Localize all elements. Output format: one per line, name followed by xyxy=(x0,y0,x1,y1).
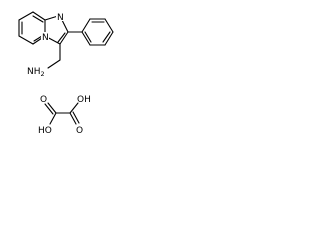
bridge-nitrogen-label: N xyxy=(42,33,49,43)
ring-nitrogen-label: N xyxy=(57,13,64,23)
acid-carbonyl-1-label: O xyxy=(40,95,47,105)
acid-hydroxyl-2-label: HO xyxy=(38,126,52,136)
aminomethyl-group xyxy=(47,43,61,69)
acid-carbonyl-2-label: O xyxy=(76,126,83,136)
amine-label: NH2 xyxy=(27,67,45,78)
amine-nh-text: NH xyxy=(27,67,41,77)
atom-labels: N N NH2 O OH HO O xyxy=(27,12,91,136)
amine-subscript: 2 xyxy=(41,70,45,78)
acid-hydroxyl-1-label: OH xyxy=(77,95,91,105)
chemical-structure-diagram: N N NH2 O OH HO O xyxy=(18,11,114,136)
phenyl-ring xyxy=(67,18,114,46)
pyridine-ring xyxy=(18,11,46,45)
oxalic-acid xyxy=(44,102,80,125)
